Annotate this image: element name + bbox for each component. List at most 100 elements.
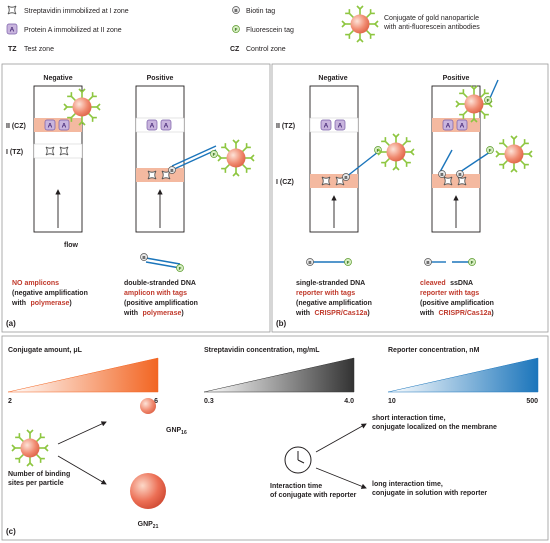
gnp16-particle [140, 398, 156, 414]
arrow-long-interaction [315, 467, 367, 489]
gradient-min-conjugate: 2 [8, 398, 12, 405]
protein-a-icon [320, 119, 332, 131]
gradient-max-conjugate: 6 [154, 398, 158, 405]
streptavidin-icon [161, 170, 171, 180]
gradient-min-reporter: 10 [388, 398, 396, 405]
legend-conjugate-line1: Conjugate of gold nanoparticle [384, 15, 479, 22]
biotin-tag-icon [232, 6, 240, 14]
legend-conjugate-line2: with anti-fluorescein antibodies [383, 24, 480, 31]
legend-streptavidin: Streptavidin immobilized at I zone [24, 8, 129, 15]
interaction-time-line1: Interaction time [270, 483, 322, 490]
pos-caption-line2: amplicon with tags [124, 290, 187, 297]
arrow-to-gnp16 [57, 421, 107, 445]
pos-caption-line1: cleaved ssDNA [420, 272, 473, 289]
fluorescein-tag-icon [344, 258, 352, 266]
panel-c-frame [1, 335, 549, 541]
biotin-tag-icon [140, 253, 148, 261]
binding-sites-line1: Number of binding [8, 471, 70, 478]
panel-a-frame [1, 63, 271, 333]
pos-caption-line4: with CRISPR/Cas12a) [419, 302, 494, 319]
streptavidin-icon [443, 176, 453, 186]
biotin-tag-icon [456, 170, 464, 178]
legend: Streptavidin immobilized at I zone Prote… [6, 5, 480, 53]
zone-i-band [136, 168, 184, 182]
protein-a-icon [146, 119, 158, 131]
legend-cz-text: Control zone [246, 46, 286, 53]
legend-fluorescein: Fluorescein tag [246, 27, 294, 34]
streptavidin-icon [59, 146, 69, 156]
binding-sites-line2: sites per particle [8, 480, 64, 487]
zone-i-label: I (CZ) [276, 179, 294, 186]
protein-a-icon [58, 119, 70, 131]
biotin-tag-icon [424, 258, 432, 266]
neg-caption-line3: (negative amplification [296, 300, 372, 307]
gold-nanoparticle-icon [218, 140, 254, 176]
neg-caption-line4: with CRISPR/Cas12a) [295, 302, 370, 319]
gold-nanoparticle-icon [12, 430, 48, 466]
clock-hand [297, 459, 305, 464]
biotin-tag-icon [306, 258, 314, 266]
gradient-wedge-streptavidin [203, 357, 355, 393]
fluorescein-tag-icon [210, 150, 218, 158]
protein-a-icon [44, 119, 56, 131]
pos-caption-line1: double-stranded DNA [124, 280, 196, 287]
arrow-to-gnp21 [57, 455, 107, 485]
gnp21-particle [130, 473, 166, 509]
long-interaction-line2: conjugate in solution with reporter [372, 490, 487, 497]
gold-nanoparticle-icon [496, 136, 532, 172]
gold-nanoparticle-icon [378, 134, 414, 170]
gradient-title-streptavidin: Streptavidin concentration, mg/mL [204, 347, 320, 354]
fluorescein-tag-icon [176, 264, 184, 272]
streptavidin-icon [321, 176, 331, 186]
panel-b-frame [271, 63, 549, 333]
neg-caption-line2: (negative amplification [12, 290, 88, 297]
panel-b-negative-title: Negative [318, 75, 347, 82]
pos-caption-line2: reporter with tags [420, 290, 479, 297]
cleaved-ssdna-fragment [459, 151, 491, 173]
zone-ii-band [135, 117, 185, 133]
neg-caption-line3: with polymerase) [11, 292, 72, 309]
gradient-max-streptavidin: 4.0 [344, 398, 354, 405]
panel-b-positive-title: Positive [443, 75, 470, 82]
protein-a-icon [442, 119, 454, 131]
zone-i-band [33, 143, 83, 159]
gradient-title-reporter: Reporter concentration, nM [388, 347, 480, 354]
dsdna-strand [171, 145, 217, 167]
fluorescein-tag-icon [468, 258, 476, 266]
streptavidin-icon [457, 176, 467, 186]
free-fluorescein-fragment [489, 79, 499, 99]
panel-b-label: (b) [276, 319, 287, 328]
streptavidin-icon [7, 5, 17, 15]
legend-cz-abbr: CZ [230, 46, 240, 53]
streptavidin-icon [45, 146, 55, 156]
legend-biotin: Biotin tag [246, 8, 275, 15]
panel-b: Negative Positive II (TZ) I (CZ) [271, 63, 549, 333]
biotin-tag-icon [342, 173, 350, 181]
zone-ii-label: II (CZ) [6, 123, 26, 130]
fluorescein-tag-icon [232, 25, 240, 33]
gnp16-label: GNP16 [166, 427, 187, 436]
protein-a-icon [456, 119, 468, 131]
pos-caption-line3: (positive amplification [124, 300, 198, 307]
neg-caption-line2: reporter with tags [296, 290, 355, 297]
biotin-tag-icon [168, 166, 176, 174]
neg-caption-line1: NO amplicons [12, 280, 59, 287]
zone-ii-label: II (TZ) [276, 123, 295, 130]
panel-c: Conjugate amount, μL 2 6 Streptavidin co… [1, 335, 549, 541]
protein-a-icon [6, 23, 18, 35]
pos-caption-line4: with polymerase) [123, 302, 184, 319]
dsdna-strand [171, 149, 217, 171]
gradient-title-conjugate: Conjugate amount, μL [8, 347, 83, 354]
protein-a-icon [160, 119, 172, 131]
fluorescein-tag-icon [484, 96, 492, 104]
interaction-time-line2: of conjugate with reporter [270, 492, 357, 499]
zone-ii-band [309, 117, 359, 133]
short-interaction-line2: conjugate localized on the membrane [372, 424, 497, 431]
fluorescein-tag-icon [486, 146, 494, 154]
flow-label: flow [64, 242, 79, 249]
gradient-wedge-conjugate [7, 357, 159, 393]
gradient-max-reporter: 500 [526, 398, 538, 405]
ssdna-reporter [345, 151, 379, 178]
gradient-wedge-reporter [387, 357, 539, 393]
